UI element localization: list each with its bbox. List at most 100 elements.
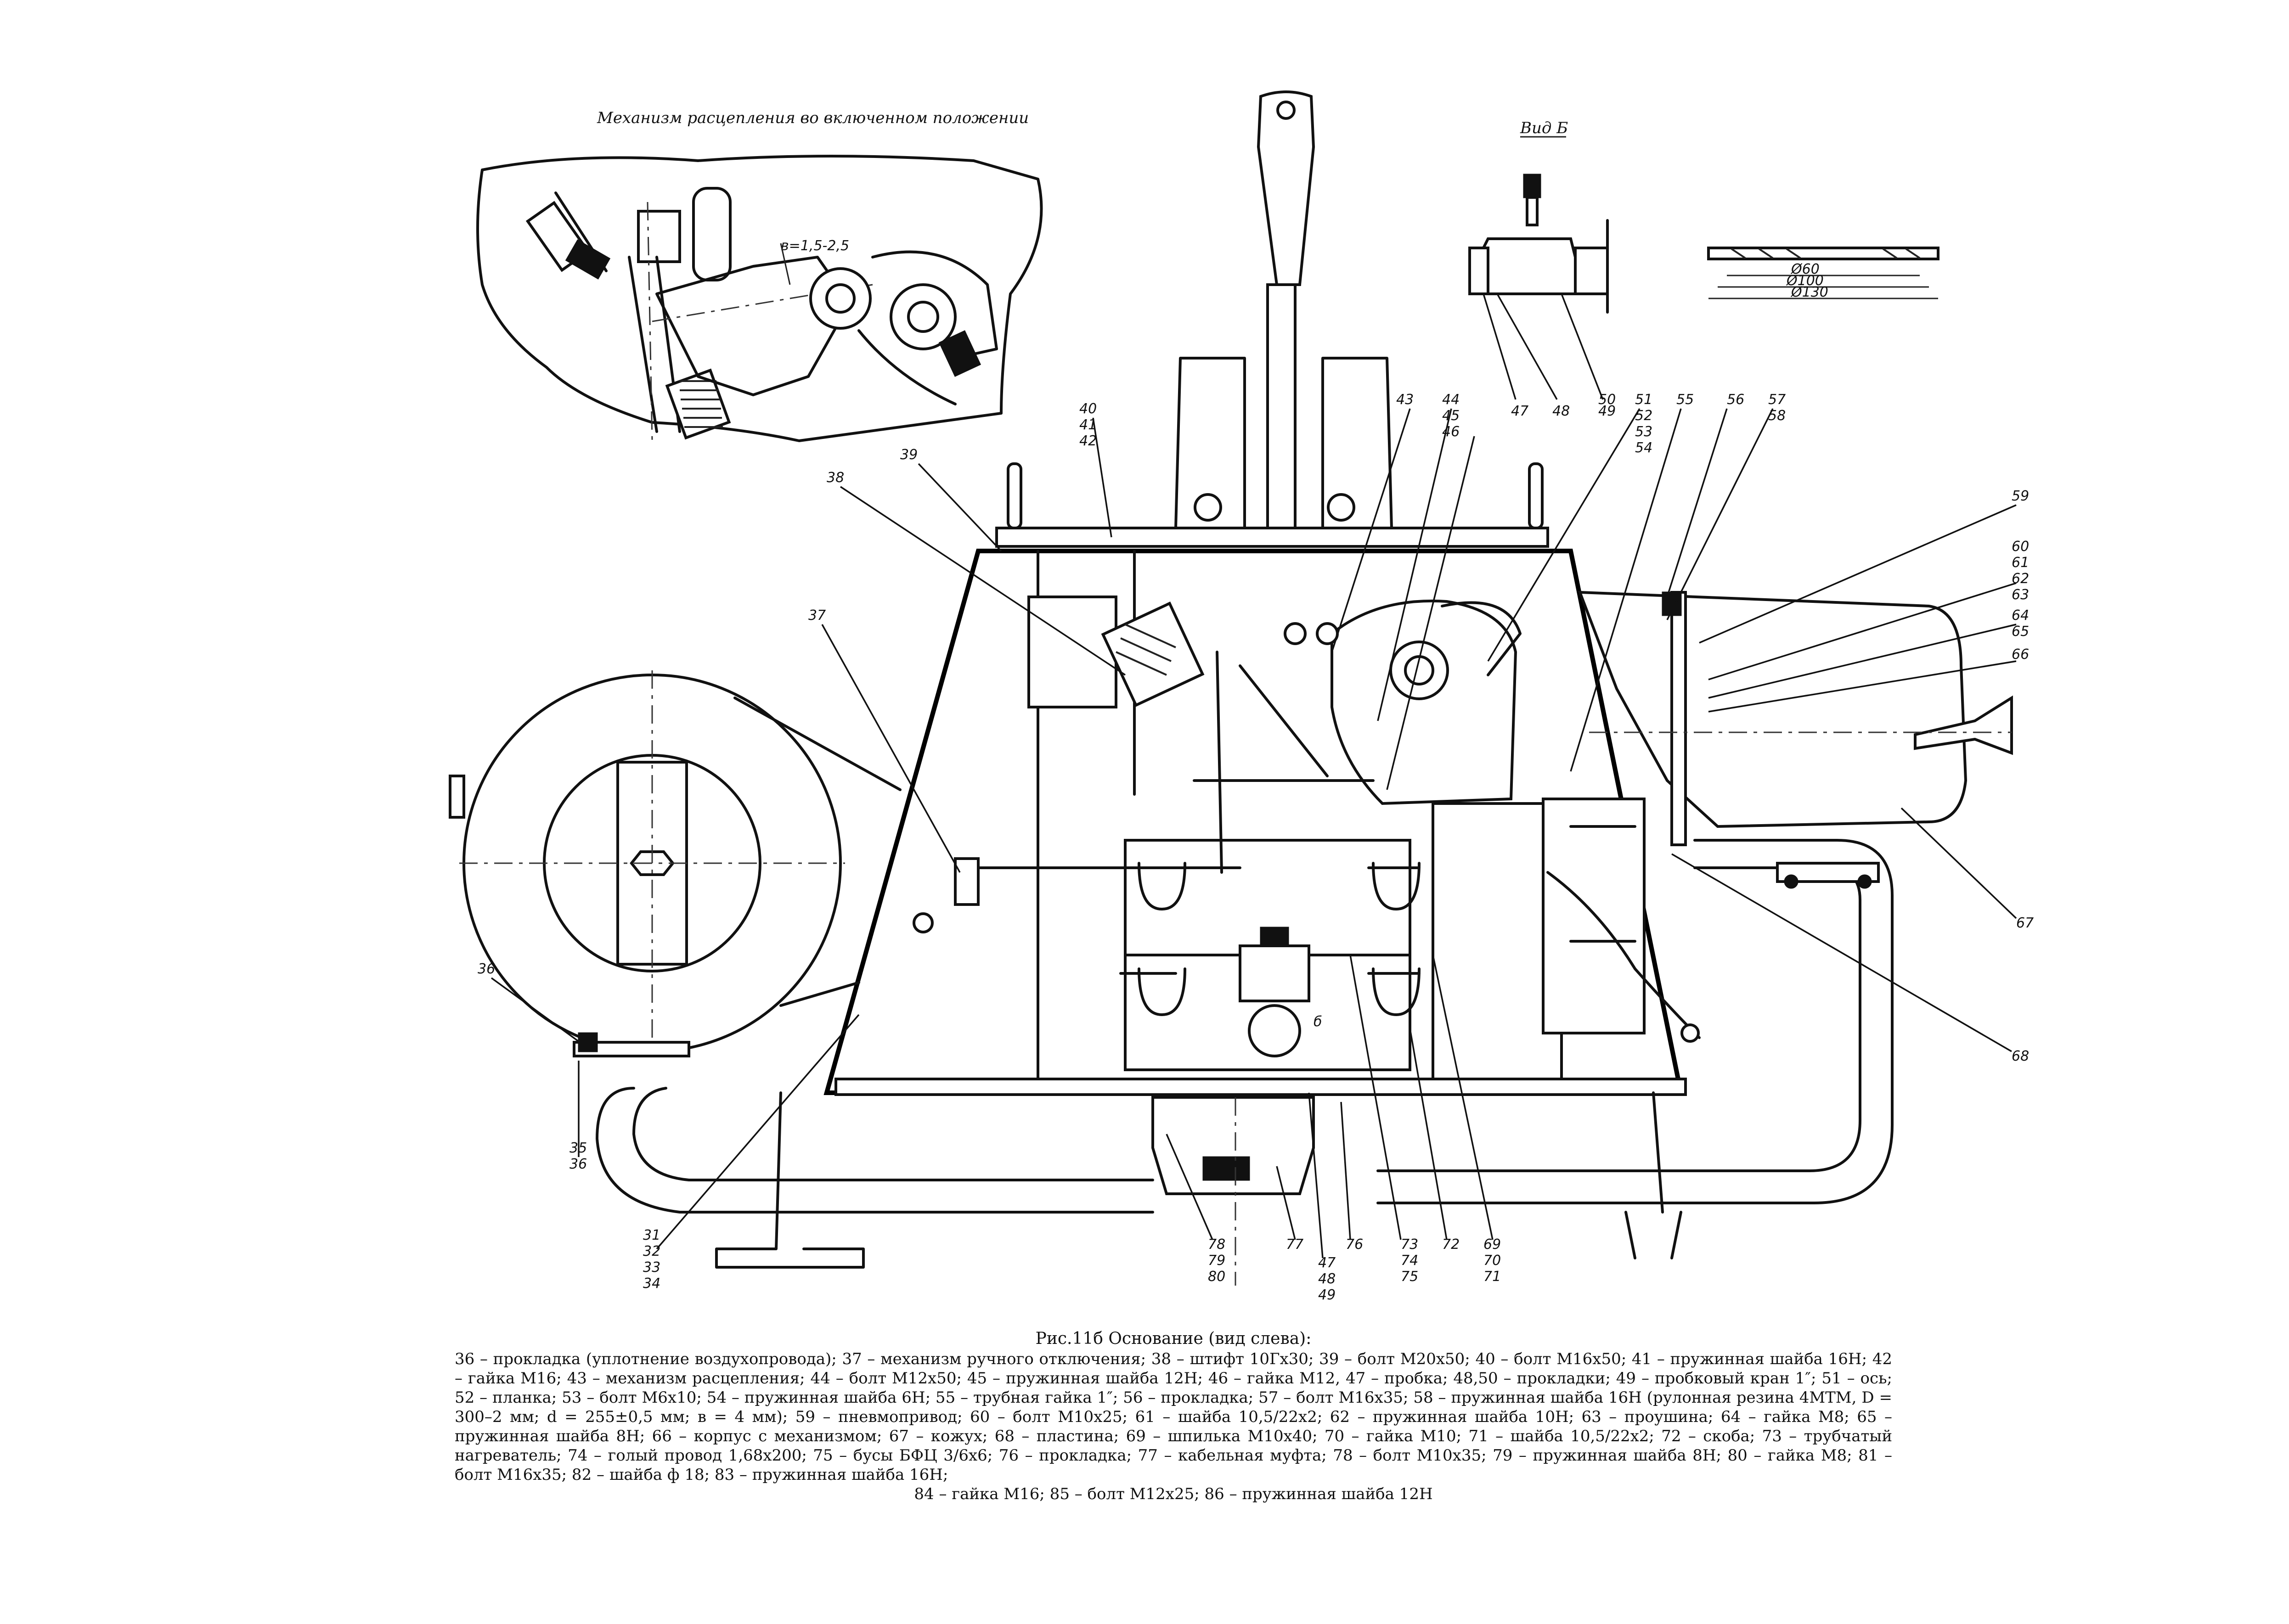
callout-75: 75 [1401, 1269, 1418, 1285]
inset-dim-gap: в=1,5-2,5 [781, 238, 849, 254]
heater-terminal [1680, 1023, 1700, 1043]
callout-84: 34 [643, 1276, 660, 1292]
caption-last-line: 84 – гайка М16; 85 – болт М12х25; 86 – п… [914, 1485, 1433, 1503]
frame-bolt-right [1327, 493, 1355, 522]
callout-36: 36 [478, 961, 495, 977]
right-compartment [1432, 802, 1563, 1080]
callout-72: 72 [1442, 1236, 1460, 1253]
callout-65: 65 [2012, 624, 2029, 640]
release-mechanism-inset: Механизм расцепления во включенном полож… [476, 109, 1043, 442]
callout-70: 70 [1483, 1253, 1501, 1269]
callout-b49: 49 [1598, 403, 1616, 419]
valve-plug-top [1523, 174, 1541, 198]
figure-caption: Рис.11б Основание (вид слева): 36 – прок… [455, 1329, 1892, 1504]
pneumatic-cylinder [1578, 590, 1968, 828]
callout-69: 69 [1483, 1236, 1501, 1253]
inset-latch-plate [655, 256, 851, 396]
inset-pivot-right [890, 283, 957, 350]
gasket-strip [1707, 247, 1939, 260]
pneumatic-drive [1578, 590, 2013, 846]
callout-59: 59 [2012, 488, 2029, 504]
callout-66: 66 [2012, 646, 2029, 663]
fan-housing [449, 670, 902, 1057]
manual-release-pin [913, 912, 934, 933]
right-leg [1624, 1091, 1682, 1259]
top-stud-right [1528, 462, 1544, 529]
top-plate [995, 527, 1549, 548]
callout-71: 71 [1483, 1269, 1501, 1285]
callout-47-main: 47 [1318, 1255, 1336, 1271]
callout-41: 41 [1079, 417, 1097, 433]
release-wheel-hub [1389, 641, 1449, 700]
flange-bolt-left [1784, 874, 1798, 889]
base-plate [834, 1078, 1687, 1096]
callout-37: 37 [808, 607, 826, 624]
callout-63: 63 [2012, 587, 2029, 603]
callout-48-main: 48 [1318, 1271, 1336, 1287]
callout-67: 67 [2016, 915, 2034, 931]
callout-77: 77 [1286, 1236, 1303, 1253]
callout-54: 54 [1635, 440, 1652, 456]
air-valve-cap [1260, 927, 1289, 947]
callout-79: 79 [1208, 1253, 1225, 1269]
callout-64: 64 [2012, 607, 2029, 624]
callout-43: 43 [1396, 392, 1414, 408]
top-stud-left [1007, 462, 1022, 529]
callout-68: 68 [2012, 1048, 2029, 1064]
inset-lever-handle [692, 187, 732, 281]
callout-40: 40 [1079, 401, 1097, 417]
flange-bolt [1662, 591, 1682, 616]
view-b-inset: Вид Б Ø60 Ø100 Ø130 47 48 49 [1468, 119, 1939, 419]
base-pipe-left-outer [596, 1087, 851, 1214]
caption-body: 36 – прокладка (уплотнение воздухопровод… [455, 1350, 1892, 1484]
callout-49-main: 49 [1318, 1287, 1336, 1303]
valve-body [1477, 237, 1582, 295]
inset-centerline-2 [647, 202, 653, 441]
frame-bolt-left [1194, 493, 1222, 522]
terminal-block [1027, 596, 1205, 708]
callout-45: 45 [1442, 408, 1460, 424]
callout-55: 55 [1676, 392, 1694, 408]
air-valve-port [1248, 1004, 1301, 1057]
inset-spring [665, 368, 731, 440]
u-bracket-4 [1367, 967, 1421, 1016]
u-bracket-3 [1119, 967, 1186, 1016]
cylinder-flange [1670, 591, 1687, 846]
callout-44: 44 [1442, 392, 1460, 408]
callout-74: 74 [1401, 1253, 1418, 1269]
inset-hook [871, 250, 998, 360]
callout-62: 62 [2012, 571, 2029, 587]
inset-pivot-left-hole [825, 283, 856, 314]
callout-b48: 48 [1552, 403, 1570, 419]
fan-duct-top [733, 697, 902, 791]
left-leg [715, 1091, 865, 1269]
callout-85: 35 [569, 1140, 587, 1156]
callout-57: 57 [1768, 392, 1786, 408]
cylinder-nozzle [1914, 695, 2013, 755]
air-valve-body [1239, 944, 1310, 1002]
terminal-block-box [1027, 596, 1117, 708]
dim-label-2: Ø100 [1786, 273, 1824, 289]
callout-46: 46 [1442, 424, 1460, 440]
inset-dim-line [780, 243, 791, 285]
inset-small-nut [938, 330, 981, 377]
inset-arc [857, 329, 957, 405]
inset-pivot-left [809, 267, 872, 330]
main-assembly: б [449, 90, 2013, 1286]
callout-83: 33 [643, 1259, 660, 1276]
callout-39: 39 [900, 447, 918, 463]
inset-outline [476, 155, 1043, 442]
vertical-rod [1216, 651, 1223, 874]
diagonal-rod [1239, 664, 1329, 777]
valve-left-fitting [1468, 247, 1489, 295]
heater-box [1542, 798, 1646, 1034]
callout-38: 38 [827, 470, 844, 486]
u-bracket-2 [1367, 862, 1421, 910]
callout-42: 42 [1079, 433, 1097, 449]
callout-81: 31 [643, 1227, 660, 1243]
air-duct-pipe-outer [1376, 839, 1894, 1204]
dim-label-1: Ø60 [1790, 261, 1820, 277]
base-pipe-left-inner [632, 1087, 851, 1181]
terminal-strip [1101, 601, 1205, 707]
fan-side-boss [449, 775, 465, 819]
